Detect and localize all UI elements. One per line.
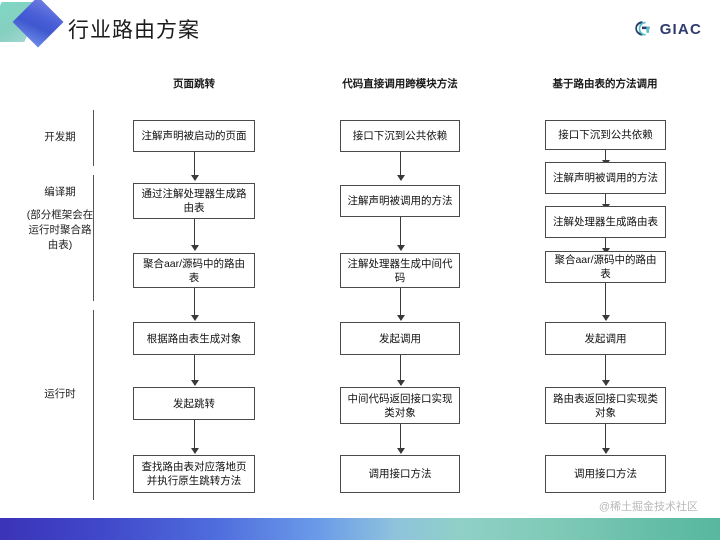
phase-divider-3	[93, 310, 94, 500]
connector-c3-6-7	[601, 424, 610, 454]
node-c3-4: 聚合aar/源码中的路由表	[545, 251, 666, 283]
node-c3-3: 注解处理器生成路由表	[545, 206, 666, 238]
giac-mark-icon	[633, 18, 655, 40]
phase-divider-1	[93, 110, 94, 166]
connector-c2-1-2	[396, 152, 405, 181]
giac-wordmark: GIAC	[659, 20, 702, 38]
flowchart-diagram: 页面跳转 代码直接调用跨模块方法 基于路由表的方法调用 开发期 编译期 (部分框…	[0, 62, 720, 512]
node-c2-3: 注解处理器生成中间代码	[340, 253, 460, 288]
node-c1-5: 发起跳转	[133, 387, 255, 420]
phase-label-compile-text: 编译期	[44, 186, 76, 198]
connector-c2-2-3	[396, 217, 405, 251]
connector-c2-5-6	[396, 424, 405, 454]
node-c2-2: 注解声明被调用的方法	[340, 185, 460, 217]
node-c3-7: 调用接口方法	[545, 455, 666, 493]
node-c1-6: 查找路由表对应落地页并执行原生跳转方法	[133, 455, 255, 493]
node-c2-5: 中间代码返回接口实现类对象	[340, 387, 460, 424]
node-c1-3: 聚合aar/源码中的路由表	[133, 253, 255, 288]
footer-gradient-bar	[0, 518, 720, 540]
connector-c1-2-3	[190, 219, 199, 251]
node-c3-5: 发起调用	[545, 322, 666, 355]
phase-label-compile-note: (部分框架会在运行时聚合路由表)	[26, 209, 94, 251]
slide-header: 行业路由方案 GIAC	[0, 0, 720, 62]
node-c1-1: 注解声明被启动的页面	[133, 120, 255, 152]
connector-c2-4-5	[396, 355, 405, 386]
node-c3-2: 注解声明被调用的方法	[545, 162, 666, 194]
connector-c1-5-6	[190, 420, 199, 454]
connector-c1-1-2	[190, 152, 199, 181]
connector-c1-4-5	[190, 355, 199, 386]
node-c2-4: 发起调用	[340, 322, 460, 355]
node-c1-2: 通过注解处理器生成路由表	[133, 183, 255, 219]
node-c3-6: 路由表返回接口实现类对象	[545, 387, 666, 424]
column-header-3: 基于路由表的方法调用	[552, 78, 658, 90]
column-header-1: 页面跳转	[173, 78, 215, 90]
connector-c1-3-4	[190, 288, 199, 321]
node-c2-6: 调用接口方法	[340, 455, 460, 493]
column-header-2: 代码直接调用跨模块方法	[342, 78, 458, 90]
connector-c2-3-4	[396, 288, 405, 321]
connector-c3-5-6	[601, 355, 610, 386]
node-c3-1: 接口下沉到公共依赖	[545, 120, 666, 150]
phase-divider-2	[93, 175, 94, 301]
watermark: @稀土掘金技术社区	[598, 501, 698, 513]
node-c2-1: 接口下沉到公共依赖	[340, 120, 460, 152]
node-c1-4: 根据路由表生成对象	[133, 322, 255, 355]
phase-label-development: 开发期	[44, 131, 76, 143]
phase-label-compile: 编译期 (部分框架会在运行时聚合路由表)	[26, 185, 94, 253]
page-title: 行业路由方案	[68, 19, 200, 42]
phase-label-runtime: 运行时	[44, 388, 76, 400]
connector-c3-4-5	[601, 283, 610, 321]
giac-logo: GIAC	[633, 18, 702, 40]
